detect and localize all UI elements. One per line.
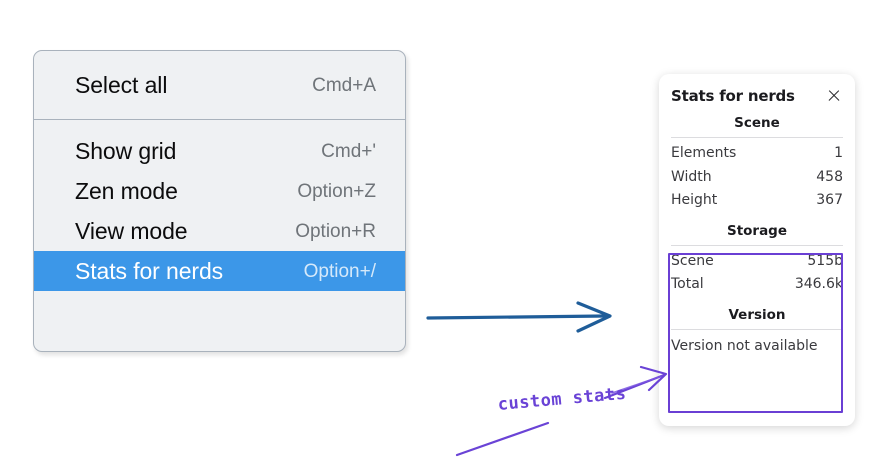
stat-value: 346.6k (794, 276, 843, 292)
panel-body: Scene Elements 1 Width 458 Height 367 St… (659, 105, 855, 355)
menu-section-primary: Select all Cmd+A (34, 51, 405, 120)
menu-item-zen-mode[interactable]: Zen mode Option+Z (34, 171, 405, 211)
section-divider (671, 328, 843, 330)
stat-key: Scene (671, 252, 714, 269)
stat-value: 1 (834, 145, 843, 161)
stat-row-width: Width 458 (671, 166, 843, 190)
menu-item-label: View mode (75, 217, 188, 244)
menu-footer-spacer (34, 291, 405, 312)
menu-section-view: Show grid Cmd+' Zen mode Option+Z View m… (34, 120, 405, 312)
section-divider (671, 244, 843, 246)
stat-value: 458 (816, 168, 843, 185)
menu-item-select-all[interactable]: Select all Cmd+A (34, 65, 405, 105)
section-heading-version: Version (728, 306, 786, 323)
stat-row-storage-scene: Scene 515b (671, 250, 843, 274)
menu-item-view-mode[interactable]: View mode Option+R (34, 211, 405, 251)
purple-underline-stroke (455, 421, 550, 457)
section-heading-storage: Storage (726, 222, 788, 239)
menu-item-shortcut: Option+R (295, 220, 376, 242)
stat-row-elements: Elements 1 (671, 142, 843, 166)
menu-item-label: Zen mode (75, 177, 178, 204)
stat-key: Elements (671, 145, 737, 161)
menu-item-label: Stats for nerds (75, 257, 224, 284)
close-icon[interactable] (826, 88, 842, 104)
section-heading-scene: Scene (734, 115, 780, 131)
menu-item-label: Select all (75, 71, 168, 98)
stat-key: Height (671, 192, 718, 208)
menu-item-shortcut: Option+/ (303, 260, 376, 282)
panel-header: Stats for nerds (659, 74, 855, 105)
menu-item-shortcut: Option+Z (297, 180, 376, 202)
stat-value: 515b (807, 252, 843, 269)
menu-item-stats-for-nerds[interactable]: Stats for nerds Option+/ (34, 251, 405, 291)
annotation-label-custom-stats: custom stats (497, 383, 628, 415)
version-note: Version not available (671, 337, 818, 354)
stat-key: Width (671, 168, 712, 185)
context-menu[interactable]: Select all Cmd+A Show grid Cmd+' Zen mod… (33, 50, 406, 352)
stat-row-height: Height 367 (671, 189, 843, 213)
stat-row-storage-total: Total 346.6k (671, 273, 843, 297)
panel-title: Stats for nerds (671, 87, 795, 105)
menu-item-shortcut: Cmd+A (312, 74, 376, 96)
stat-value: 367 (816, 192, 843, 208)
stat-key: Total (671, 276, 704, 292)
menu-item-shortcut: Cmd+' (321, 140, 376, 162)
blue-arrow (426, 301, 612, 333)
menu-item-label: Show grid (75, 137, 177, 164)
stats-for-nerds-panel[interactable]: Stats for nerds Scene Elements 1 Width 4… (659, 74, 855, 426)
section-divider (671, 137, 843, 138)
menu-item-show-grid[interactable]: Show grid Cmd+' (34, 131, 405, 171)
